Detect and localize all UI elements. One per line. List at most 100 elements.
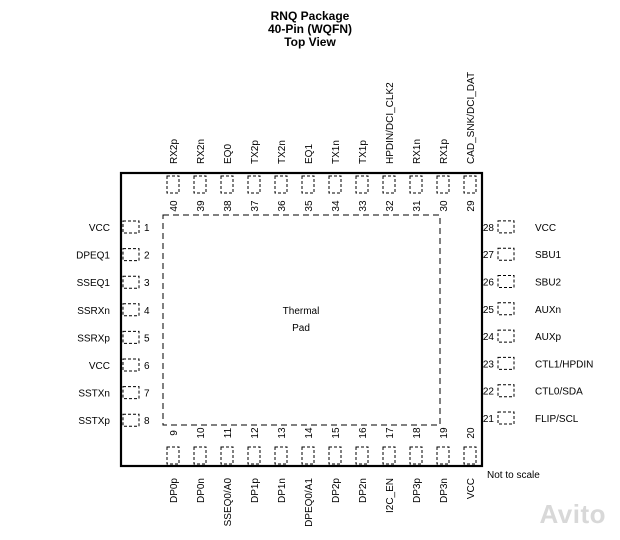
- pin-pad-3: [122, 275, 140, 289]
- pin-pad-4: [122, 303, 140, 317]
- pin-number-16: 16: [358, 427, 369, 439]
- pin-number-39: 39: [196, 200, 207, 212]
- pin-pad-17: [382, 446, 396, 465]
- pin-label-9: DP0p: [169, 478, 180, 503]
- pin-number-18: 18: [412, 427, 423, 439]
- pin-number-1: 1: [144, 223, 150, 234]
- pin-label-2: DPEQ1: [76, 251, 110, 262]
- pin-number-10: 10: [196, 427, 207, 439]
- pin-number-20: 20: [466, 427, 477, 439]
- pin-label-4: SSRXn: [77, 306, 110, 317]
- pin-pad-33: [355, 175, 369, 194]
- diagram-title-view: Top View: [284, 35, 336, 49]
- pin-pad-7: [122, 386, 140, 400]
- pin-label-32: HPDIN/DCI_CLK2: [385, 82, 396, 164]
- pin-label-1: VCC: [89, 223, 110, 234]
- pin-pad-35: [301, 175, 315, 194]
- pin-pad-28: [497, 220, 515, 234]
- thermal-pad-label-line1: Thermal: [283, 306, 320, 317]
- pin-label-28: VCC: [535, 223, 556, 234]
- pin-number-2: 2: [144, 251, 150, 262]
- pin-label-23: CTL1/HPDIN: [535, 359, 593, 370]
- pin-pad-5: [122, 330, 140, 344]
- pin-pad-21: [497, 411, 515, 425]
- pin-pad-11: [220, 446, 234, 465]
- pin-label-39: RX2n: [196, 139, 207, 164]
- pin-label-6: VCC: [89, 361, 110, 372]
- pin-number-26: 26: [483, 278, 495, 289]
- pin-number-14: 14: [304, 427, 315, 439]
- pin-number-29: 29: [466, 200, 477, 212]
- pin-label-14: DPEQ0/A1: [304, 478, 315, 527]
- thermal-pad: [162, 214, 441, 426]
- pin-number-40: 40: [169, 200, 180, 212]
- diagram-title-pins: 40-Pin (WQFN): [268, 22, 352, 36]
- pin-number-19: 19: [439, 427, 450, 439]
- pin-label-11: SSEQ0/A0: [223, 478, 234, 527]
- pin-label-24: AUXp: [535, 332, 562, 343]
- pin-number-9: 9: [169, 430, 180, 436]
- pin-pad-6: [122, 358, 140, 372]
- pin-number-36: 36: [277, 200, 288, 212]
- pin-pad-22: [497, 384, 515, 398]
- pin-number-3: 3: [144, 278, 150, 289]
- pin-pad-19: [436, 446, 450, 465]
- pin-number-21: 21: [483, 414, 495, 425]
- pin-label-13: DP1n: [277, 478, 288, 503]
- pin-pad-27: [497, 247, 515, 261]
- pin-number-38: 38: [223, 200, 234, 212]
- pin-pad-38: [220, 175, 234, 194]
- pin-pad-9: [166, 446, 180, 465]
- pin-pad-26: [497, 275, 515, 288]
- pin-pad-10: [193, 446, 207, 465]
- pin-label-33: TX1p: [358, 140, 369, 164]
- pin-label-26: SBU2: [535, 278, 562, 289]
- pin-pad-31: [409, 175, 423, 194]
- pin-label-25: AUXn: [535, 305, 561, 316]
- pin-number-22: 22: [483, 387, 495, 398]
- pin-label-15: DP2p: [331, 478, 342, 503]
- pin-number-28: 28: [483, 223, 495, 234]
- pin-number-25: 25: [483, 305, 495, 316]
- pin-label-27: SBU1: [535, 250, 562, 261]
- pin-label-20: VCC: [466, 478, 477, 499]
- pin-number-4: 4: [144, 306, 150, 317]
- pin-number-34: 34: [331, 200, 342, 212]
- pin-label-40: RX2p: [169, 139, 180, 164]
- pin-number-7: 7: [144, 389, 150, 400]
- pin-label-7: SSTXn: [78, 389, 110, 400]
- pin-pad-20: [463, 446, 477, 465]
- pin-number-24: 24: [483, 332, 495, 343]
- pin-label-12: DP1p: [250, 478, 261, 503]
- pin-number-31: 31: [412, 200, 423, 212]
- pin-pad-24: [497, 329, 515, 343]
- pin-number-35: 35: [304, 200, 315, 212]
- pin-number-23: 23: [483, 359, 495, 370]
- pin-pad-29: [463, 175, 477, 194]
- pin-label-17: I2C_EN: [385, 478, 396, 513]
- thermal-pad-label-line2: Pad: [292, 323, 310, 334]
- pin-pad-12: [247, 446, 261, 465]
- pin-label-38: EQ0: [223, 144, 234, 164]
- pin-label-5: SSRXp: [77, 333, 110, 344]
- pin-label-3: SSEQ1: [77, 278, 111, 289]
- pin-pad-32: [382, 175, 396, 194]
- pin-label-35: EQ1: [304, 144, 315, 164]
- pin-number-6: 6: [144, 361, 150, 372]
- pin-label-30: RX1p: [439, 139, 450, 164]
- pin-pad-36: [274, 175, 288, 194]
- pin-number-27: 27: [483, 250, 495, 261]
- pin-label-31: RX1n: [412, 139, 423, 164]
- pin-number-30: 30: [439, 200, 450, 212]
- package-body: [119, 171, 484, 468]
- pin-label-21: FLIP/SCL: [535, 414, 579, 425]
- pin-number-12: 12: [250, 427, 261, 439]
- pin-number-11: 11: [223, 427, 234, 438]
- pin-pad-39: [193, 175, 207, 194]
- pin-number-37: 37: [250, 200, 261, 212]
- pin-number-5: 5: [144, 333, 150, 344]
- pin-label-22: CTL0/SDA: [535, 387, 583, 398]
- pin-label-19: DP3n: [439, 478, 450, 503]
- pin-pad-25: [497, 302, 515, 316]
